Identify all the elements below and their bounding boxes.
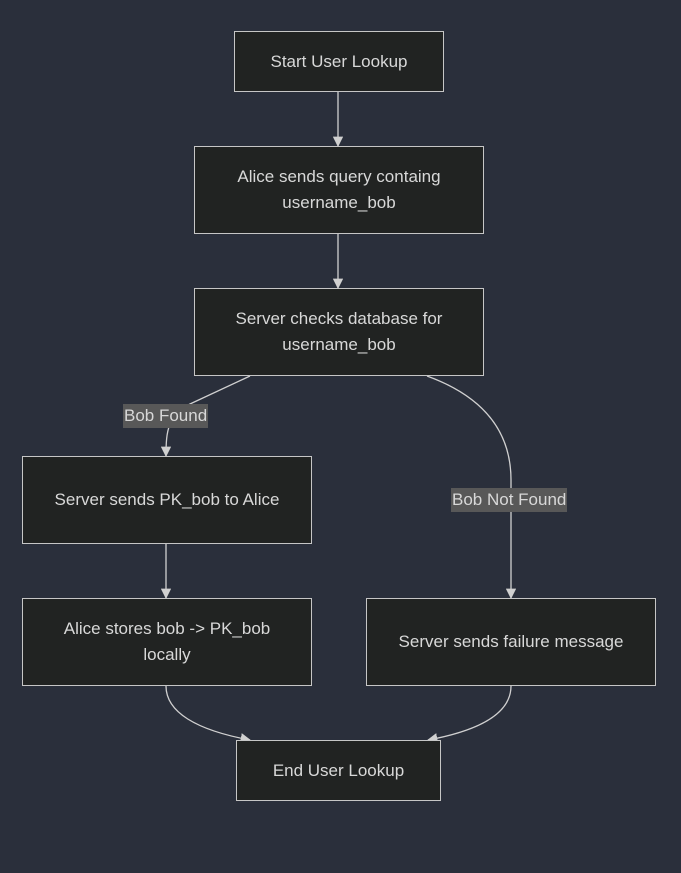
node-alice-stores-pk-label: Alice stores bob -> PK_bob locally [63, 619, 271, 664]
node-server-sends-pk-label: Server sends PK_bob to Alice [54, 490, 280, 509]
node-start-user-lookup: Start User Lookup [234, 31, 444, 92]
edge-label-bob-not-found: Bob Not Found [451, 488, 568, 512]
node-start-user-lookup-label: Start User Lookup [270, 51, 408, 71]
node-alice-stores-pk: Alice stores bob -> PK_bob locally [22, 598, 312, 686]
node-server-sends-failure: Server sends failure message [366, 598, 656, 686]
edge-label-bob-found: Bob Found [123, 404, 209, 428]
edge-store-to-end [165, 685, 252, 744]
edge-check-to-failure [426, 375, 517, 600]
node-alice-sends-query-label: Alice sends query containg username_bob [237, 167, 441, 212]
node-server-checks-database: Server checks database for username_bob [194, 288, 484, 376]
node-alice-sends-query: Alice sends query containg username_bob [194, 146, 484, 234]
node-server-sends-pk: Server sends PK_bob to Alice [22, 456, 312, 544]
node-server-sends-failure-label: Server sends failure message [398, 632, 624, 651]
node-server-checks-database-label: Server checks database for username_bob [235, 309, 443, 354]
edge-failure-to-end [426, 685, 512, 744]
node-end-user-lookup: End User Lookup [236, 740, 441, 801]
node-end-user-lookup-label: End User Lookup [272, 760, 405, 780]
